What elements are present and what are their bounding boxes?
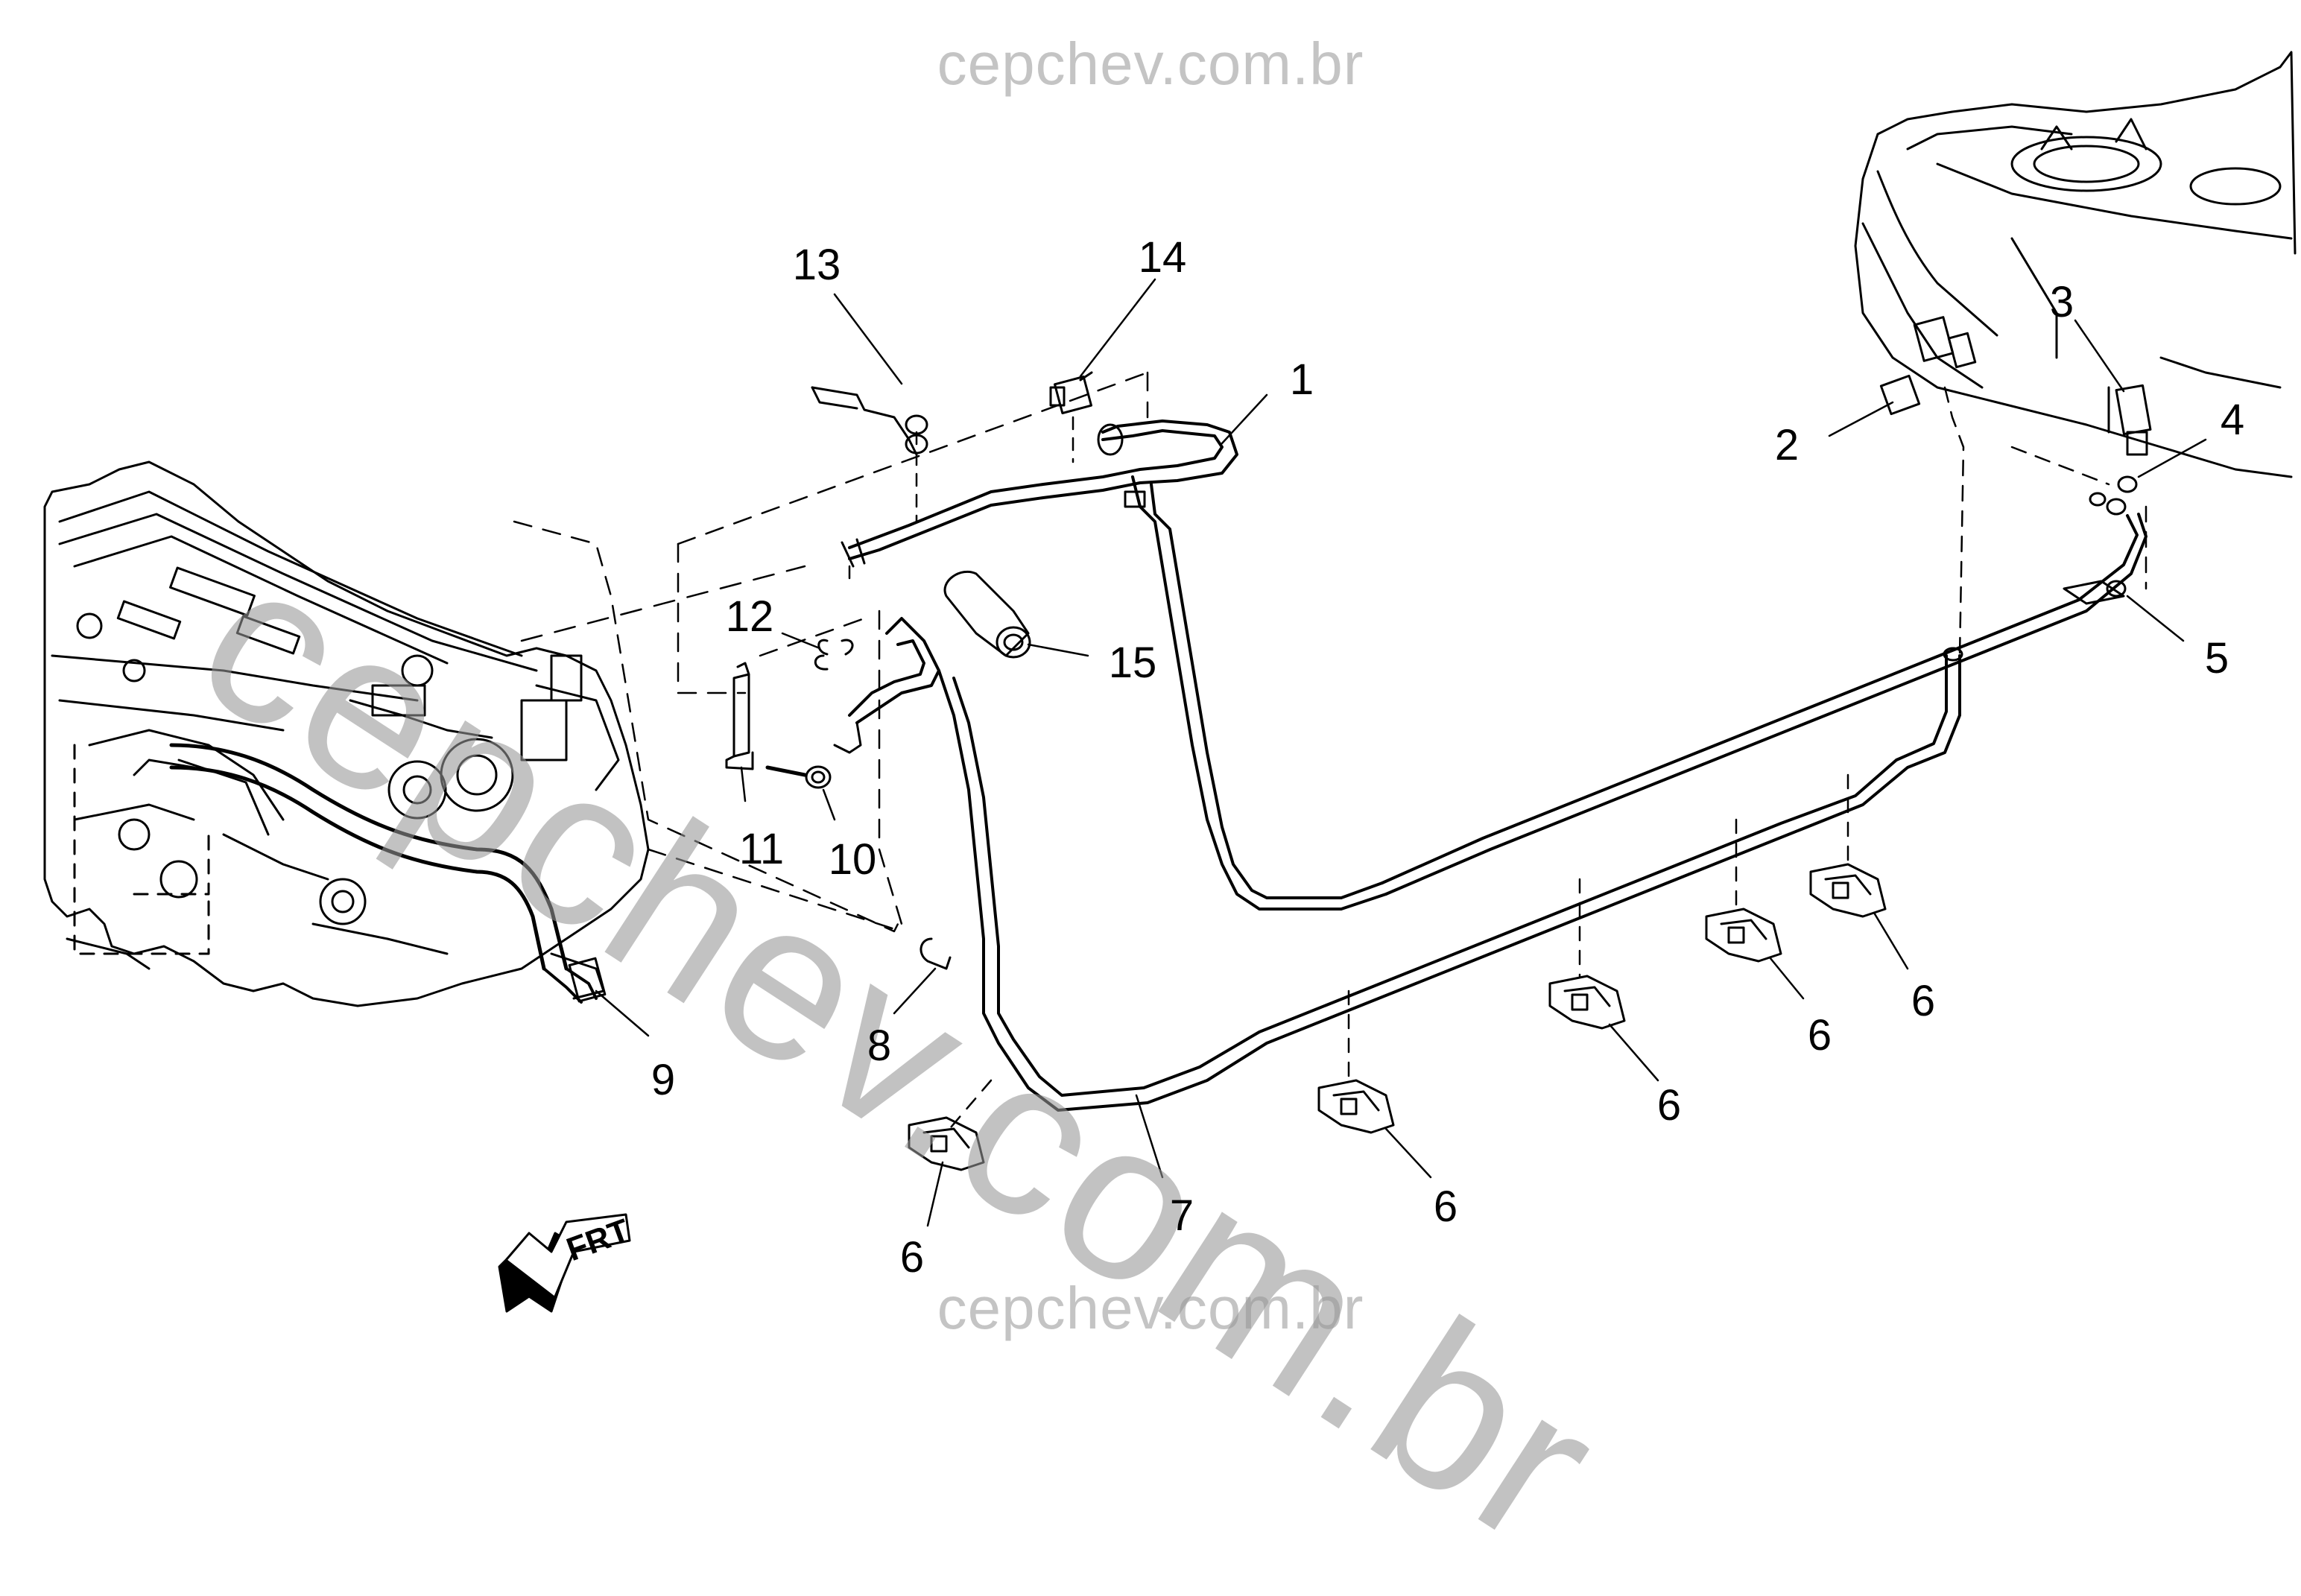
part-7-return-line [833,617,1963,1112]
callout-8: 8 [867,1022,892,1070]
part-11-bracket [725,662,754,770]
leader-lines [595,278,2207,1227]
part-10-bolt [765,765,832,789]
watermark-bottom: cepchev.com.br [937,1275,1364,1341]
clip-6-e [1809,863,1887,918]
callout-14: 14 [1138,233,1187,282]
callout-3: 3 [2049,278,2074,326]
clip-6-b [1317,1079,1395,1134]
callout-13: 13 [792,241,841,289]
part-14-connector [1049,371,1093,414]
fuel-tank [1854,51,2297,657]
watermark-top: cepchev.com.br [937,31,1364,97]
callout-6: 6 [1433,1182,1458,1231]
callout-10: 10 [828,835,877,884]
callout-11: 11 [738,825,785,873]
callout-6: 6 [1807,1011,1832,1060]
bracket-explode-frame [520,371,1149,925]
callout-1: 1 [1289,355,1314,404]
clip-6-a [908,1116,985,1171]
front-direction-arrow [498,1213,631,1313]
part-long-fuel-line [1381,492,2148,896]
fuel-line-diagram [43,51,2297,1313]
part-1-fuel-feed-line [841,419,1387,911]
part-15-hose [943,570,1031,659]
callout-6: 6 [1656,1081,1682,1130]
callout-7: 7 [1169,1191,1194,1240]
callout-6: 6 [1911,977,1936,1025]
callout-6: 6 [899,1233,925,1282]
callout-5: 5 [2204,634,2229,683]
part-13-clip [811,386,928,456]
callout-4: 4 [2220,396,2245,444]
callout-9: 9 [651,1056,676,1104]
part-8-clip [920,937,952,970]
part-9-connector [568,957,607,1003]
clip-6-c [1548,975,1626,1030]
callout-12: 12 [725,592,774,641]
clip-6-d [1705,908,1782,963]
callout-2: 2 [1774,421,1800,469]
engine-assembly [43,460,650,1007]
clip-guides [945,773,1849,1134]
callout-15: 15 [1108,639,1157,687]
part-12-retainer [814,639,854,671]
